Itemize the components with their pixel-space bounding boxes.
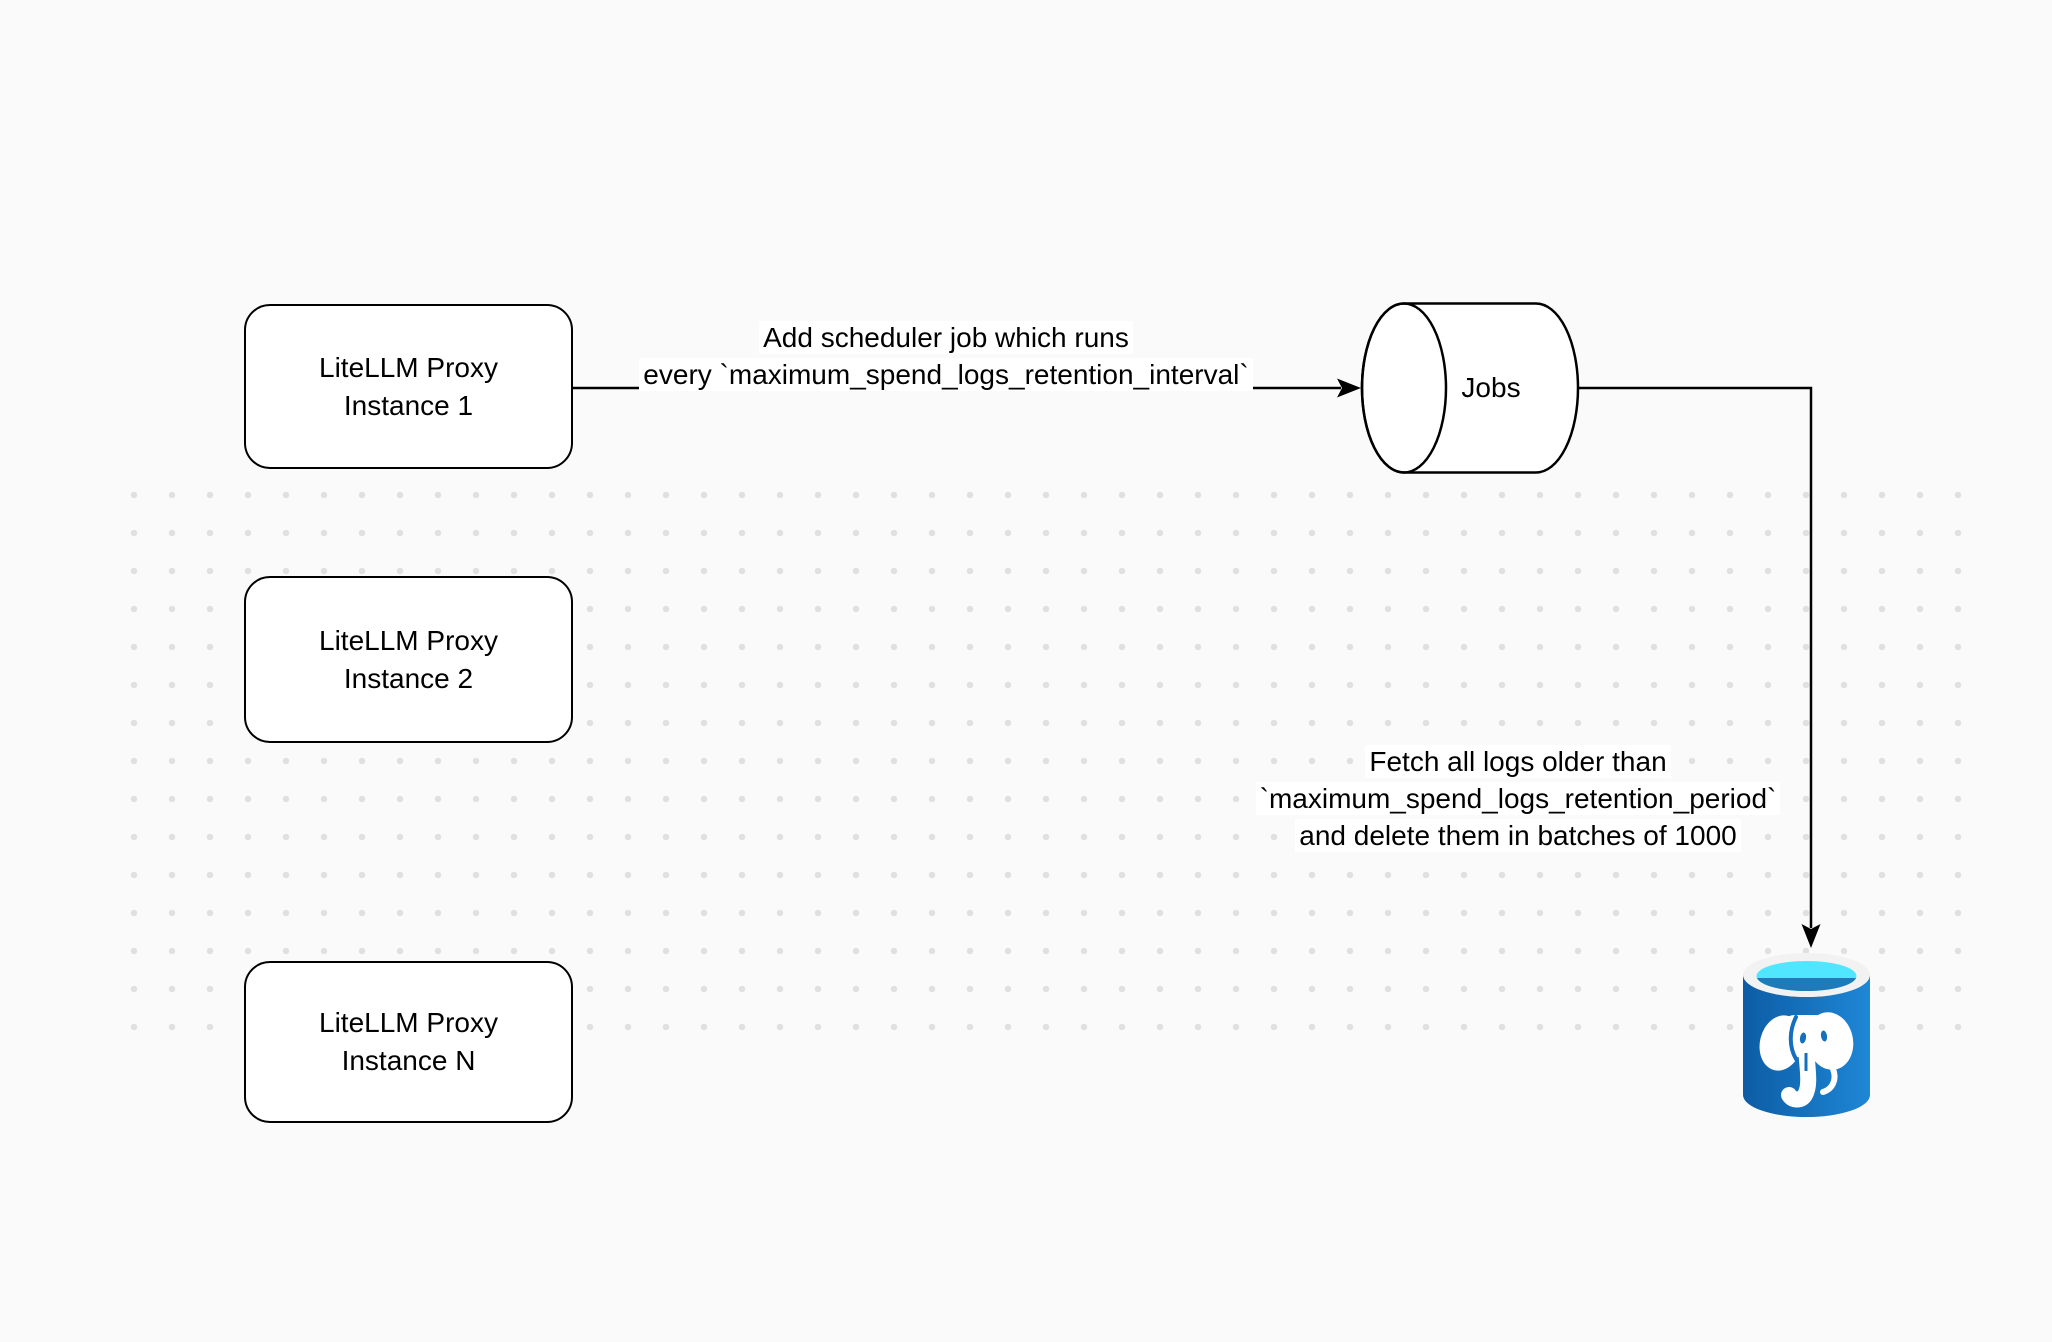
node-label-line: Instance N (341, 1045, 476, 1076)
node-label-line: Instance 1 (343, 389, 474, 421)
edge-label-line: `maximum_spend_logs_retention_period` (1178, 780, 1858, 817)
node-jobs-queue (1360, 302, 1580, 474)
node-litellm-proxy-instance-1: LiteLLM Proxy Instance 1 (244, 304, 573, 469)
edge-label-text: and delete them in batches of 1000 (1295, 819, 1741, 852)
node-label-line: Instance 2 (343, 662, 474, 694)
edge-label-add-scheduler: Add scheduler job which runs every `maxi… (566, 319, 1326, 393)
pg-elephant-logo (1759, 1012, 1854, 1108)
postgresql-database-icon (1743, 953, 1870, 1117)
node-litellm-proxy-instance-2: LiteLLM Proxy Instance 2 (244, 576, 573, 743)
node-label-line: LiteLLM Proxy (319, 351, 498, 383)
edge-label-text: Add scheduler job which runs (759, 321, 1133, 354)
edge-label-line: and delete them in batches of 1000 (1178, 817, 1858, 854)
edge-label-line: every `maximum_spend_logs_retention_inte… (566, 356, 1326, 393)
edge-label-line: Add scheduler job which runs (566, 319, 1326, 356)
pg-cylinder-inner-shade (1756, 978, 1857, 991)
edge-label-fetch-delete: Fetch all logs older than `maximum_spend… (1178, 743, 1858, 854)
node-label-line: LiteLLM Proxy (319, 624, 498, 656)
edge-label-text: every `maximum_spend_logs_retention_inte… (639, 358, 1253, 391)
edge-label-text: Fetch all logs older than (1365, 745, 1671, 778)
edge-label-line: Fetch all logs older than (1178, 743, 1858, 780)
edge-label-text: `maximum_spend_logs_retention_period` (1255, 782, 1781, 815)
node-label-line: LiteLLM Proxy (319, 1007, 498, 1038)
arrow-jobs-to-postgres (1578, 386, 1821, 948)
node-jobs-label: Jobs (1461, 372, 1521, 403)
node-litellm-proxy-instance-n: LiteLLM Proxy Instance N (244, 961, 573, 1123)
